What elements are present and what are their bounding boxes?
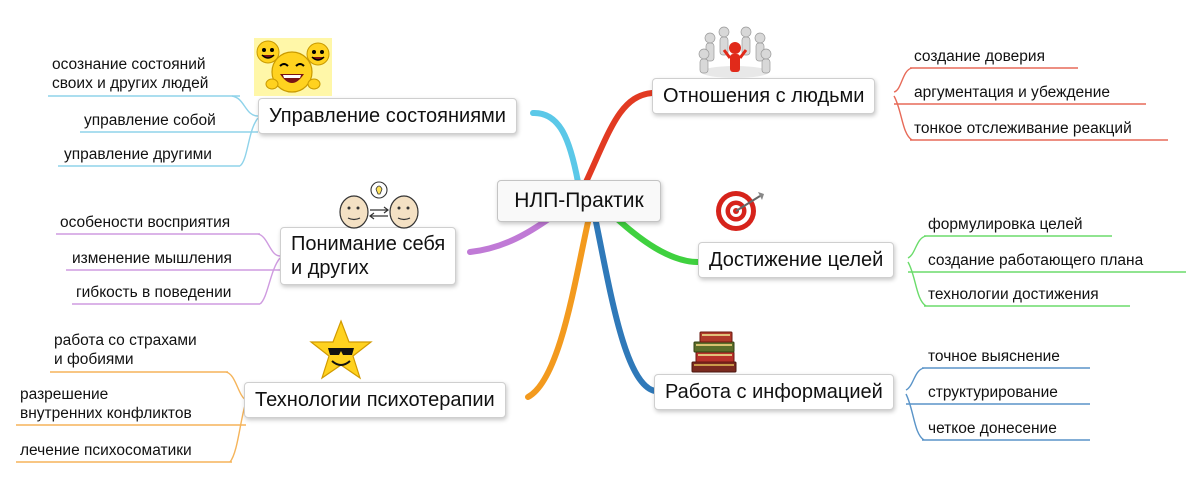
- leaf-people-1[interactable]: создание доверия: [914, 48, 1045, 65]
- leaf-goals-1[interactable]: формулировка целей: [928, 216, 1083, 233]
- branch-self-line-2: и других: [291, 257, 369, 279]
- leaf-info-1[interactable]: точное выяснение: [928, 348, 1060, 365]
- branch-goals[interactable]: Достижение целей: [698, 242, 895, 278]
- people-circle-icon: [698, 26, 772, 78]
- target-icon: [716, 191, 764, 231]
- branch-link-people: [583, 90, 655, 185]
- leaf-therapy-1-line-1: работа со страхами: [54, 332, 197, 349]
- leaf-people-2[interactable]: аргументация и убеждение: [914, 84, 1110, 101]
- leaf-links-states: [48, 95, 259, 167]
- leaf-people-3[interactable]: тонкое отслеживание реакций: [914, 120, 1132, 137]
- branch-therapy[interactable]: Технологии психотерапии: [244, 382, 506, 418]
- leaf-links-goals: [907, 235, 1186, 307]
- leaf-therapy-2[interactable]: разрешение внутренних конфликтов: [20, 385, 192, 423]
- leaf-links-self: [56, 233, 281, 305]
- branch-info[interactable]: Работа с информацией: [654, 374, 894, 410]
- books-icon: [691, 331, 737, 373]
- leaf-states-1-line-1: осознание состояний: [52, 56, 206, 73]
- branch-self[interactable]: Понимание себя и других: [280, 227, 457, 285]
- leaf-self-3[interactable]: гибкость в поведении: [76, 284, 232, 301]
- two-faces-idea-icon: [339, 181, 419, 229]
- leaf-self-1[interactable]: особености восприятия: [60, 214, 231, 231]
- leaf-states-1-line-2: своих и других людей: [52, 75, 209, 92]
- branch-link-therapy: [525, 219, 591, 400]
- leaf-therapy-2-line-2: внутренних конфликтов: [20, 405, 192, 422]
- laughing-smileys-icon: [254, 38, 332, 96]
- leaf-states-2[interactable]: управление собой: [84, 112, 216, 129]
- leaf-info-3[interactable]: четкое донесение: [928, 420, 1057, 437]
- center-topic[interactable]: НЛП-Практик: [497, 180, 661, 222]
- leaf-states-3[interactable]: управление другими: [64, 146, 212, 163]
- leaf-links-people: [893, 67, 1168, 141]
- leaf-states-1[interactable]: осознание состояний своих и других людей: [52, 55, 208, 93]
- branch-self-line-1: Понимание себя: [291, 233, 446, 255]
- leaf-therapy-1[interactable]: работа со страхами и фобиями: [54, 331, 197, 369]
- leaf-therapy-2-line-1: разрешение: [20, 386, 109, 403]
- leaf-goals-3[interactable]: технологии достижения: [928, 286, 1099, 303]
- leaf-therapy-3[interactable]: лечение психосоматики: [20, 442, 192, 459]
- branch-link-states: [530, 109, 581, 185]
- leaf-goals-2[interactable]: создание работающего плана: [928, 252, 1144, 269]
- branch-link-self: [467, 215, 553, 255]
- branch-states[interactable]: Управление состояниями: [258, 98, 517, 134]
- branch-link-goals: [611, 213, 701, 265]
- branch-people[interactable]: Отношения с людьми: [652, 78, 876, 114]
- leaf-links-info: [905, 367, 1090, 441]
- cool-star-icon: [309, 319, 373, 380]
- leaf-self-2[interactable]: изменение мышления: [72, 250, 232, 267]
- branch-link-info: [593, 219, 658, 394]
- leaf-therapy-1-line-2: и фобиями: [54, 351, 134, 368]
- leaf-info-2[interactable]: структурирование: [928, 384, 1058, 401]
